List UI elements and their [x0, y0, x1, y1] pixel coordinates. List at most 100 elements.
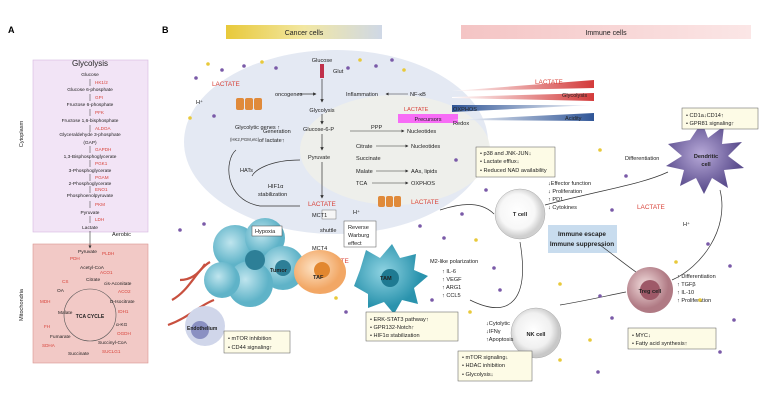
- lactate-dot: [358, 58, 362, 62]
- lactate-dot: [674, 260, 678, 264]
- glyco-metabolite: Lactate: [82, 225, 98, 231]
- lactate-dot: [430, 298, 434, 302]
- enzyme-mdh: MDH: [40, 299, 50, 304]
- tcell-box-2: • Lactate efflux↓: [480, 159, 520, 165]
- treg-box-1: • MYC↓: [632, 333, 651, 339]
- nk-box-3: • Glycolysis↓: [462, 372, 494, 378]
- lactate-dot: [468, 310, 472, 314]
- lactate-dot: [374, 64, 378, 68]
- lactate-dot: [596, 370, 600, 374]
- tam-box-1: • ERK-STAT3 pathway↑: [370, 317, 429, 323]
- m2-il6: ↑ IL-6: [442, 269, 456, 275]
- tcell-effect-1: ↓Effector function: [548, 181, 591, 187]
- hats-label: HATs: [240, 168, 253, 174]
- cancer-cells-title: Cancer cells: [285, 30, 324, 37]
- nk-effect-2: ↓IFNγ: [486, 329, 501, 335]
- glyco-metabolite: Glucose 6-phosphate: [67, 87, 113, 93]
- tca-acetyl-coa: Acetyl-CoA: [80, 265, 105, 271]
- lactate-dot: [624, 174, 628, 178]
- glycolytic-genes-sub: (HK2,PGM,etc): [230, 137, 260, 142]
- h-plus-top-left: H⁺: [196, 99, 203, 106]
- lactate-center: LACTATE: [308, 201, 336, 208]
- tam-box-3: • HIF1α stabilization: [370, 333, 420, 339]
- lactate-dot: [274, 66, 278, 70]
- tca-a-kg: α-KG: [116, 322, 128, 328]
- lactate-dot: [610, 316, 614, 320]
- endo-box-2: • CD44 signaling↑: [228, 345, 272, 351]
- tcell-effect-4: ↓ Cytokines: [548, 205, 577, 211]
- hif-label-1: HIF1α: [268, 184, 284, 190]
- mct-transporter-center: [378, 196, 401, 207]
- enzyme-fh: FH: [44, 324, 50, 329]
- glyco-metabolite: Phosphoenolpyruvate: [67, 193, 114, 199]
- glyco-enzyme: LDH: [95, 217, 104, 222]
- lactate-dot: [706, 242, 710, 246]
- nk-box-2: • HDAC inhibition: [462, 363, 505, 369]
- glyco-enzyme: PFK: [95, 110, 105, 115]
- lactate-dot: [178, 228, 182, 232]
- connector-arcs: [228, 149, 723, 308]
- tam-box: [365, 311, 459, 342]
- tam-label: TAM: [380, 276, 392, 282]
- immune-cells-title: Immune cells: [585, 30, 627, 37]
- cytoplasm-region: [32, 59, 149, 233]
- generation-label: Generation: [263, 129, 291, 135]
- tumor-label: Tumor: [270, 268, 288, 274]
- lactate-dot: [206, 62, 210, 66]
- grad-lactate: LACTATE: [535, 79, 563, 86]
- treg-effect-4: ↑ Proliferation: [677, 298, 711, 304]
- lactate-dot: [610, 208, 614, 212]
- treg-box-2: • Fatty acid synthesis↑: [632, 341, 688, 347]
- panel-a: A Glycolysis Cytoplasm Mitochondria Gluc…: [8, 25, 149, 364]
- gradient-bars: [452, 80, 594, 121]
- tca-label: TCA: [356, 181, 367, 187]
- of-lactate-label: of lactate↑: [259, 138, 285, 144]
- enzyme-suclg1: SUCLG1: [102, 349, 121, 354]
- lactate-dot: [344, 310, 348, 314]
- tca-succinyl-coa: Succinyl-CoA: [98, 340, 128, 346]
- dendritic-cell: [666, 122, 744, 194]
- glyco-metabolite: Glucose: [81, 72, 99, 78]
- oncogenes-label: oncogenes: [275, 92, 303, 98]
- pyruvate-label: Pyruvate: [308, 155, 330, 161]
- enzyme-sdha: SDHA: [42, 343, 56, 348]
- tumor-cluster: [204, 218, 305, 307]
- enzyme-pldh: PLDH: [102, 251, 114, 256]
- enzyme-aco2: ACO2: [118, 289, 131, 294]
- taf-cell: [294, 250, 346, 294]
- escape-line-1: Immune escape: [558, 231, 606, 238]
- cytoplasm-label: Cytoplasm: [19, 120, 25, 147]
- glyco-enzyme: PGK1: [95, 161, 108, 166]
- enzyme-idh1: IDH1: [118, 309, 129, 314]
- treg-effect-2: ↑ TGFβ: [677, 282, 696, 288]
- nk-effect-1: ↓Cytolytic: [486, 321, 510, 327]
- tcell-effect-2: ↓ Proliferation: [548, 189, 582, 195]
- nk-label: NK cell: [527, 332, 546, 338]
- lactate-dot: [194, 76, 198, 80]
- t-cell-label: T cell: [513, 212, 528, 218]
- lactate-dot: [598, 294, 602, 298]
- glyco-enzyme: GPI: [95, 95, 103, 100]
- lactate-dot: [454, 158, 458, 162]
- m2-vegf: ↑ VEGF: [442, 277, 462, 283]
- lactate-dot: [698, 298, 702, 302]
- lactate-dot: [718, 350, 722, 354]
- cancer-cells-header: [226, 25, 382, 39]
- lactate-dot: [212, 114, 216, 118]
- h-plus-center: H⁺: [353, 209, 360, 216]
- mitochondria-region: [32, 243, 149, 364]
- rw-line-3: effect: [348, 241, 362, 247]
- endothelium-label: Endothelium: [187, 326, 218, 332]
- treg-label: Treg cell: [639, 289, 662, 295]
- cd-box: [681, 107, 759, 130]
- lactate-dot: [598, 148, 602, 152]
- glucose-label: Glucose: [312, 58, 333, 64]
- grad-acidity: Acidity: [565, 116, 582, 122]
- lactate-dot: [188, 116, 192, 120]
- glyco-metabolite: Fructose 6-phosphate: [67, 102, 114, 108]
- enzyme-ogdh: OGDH: [117, 331, 131, 336]
- glycolysis-title: Glycolysis: [72, 59, 108, 68]
- lactate-dot: [492, 266, 496, 270]
- inflammation-label: Inflammation: [346, 92, 378, 98]
